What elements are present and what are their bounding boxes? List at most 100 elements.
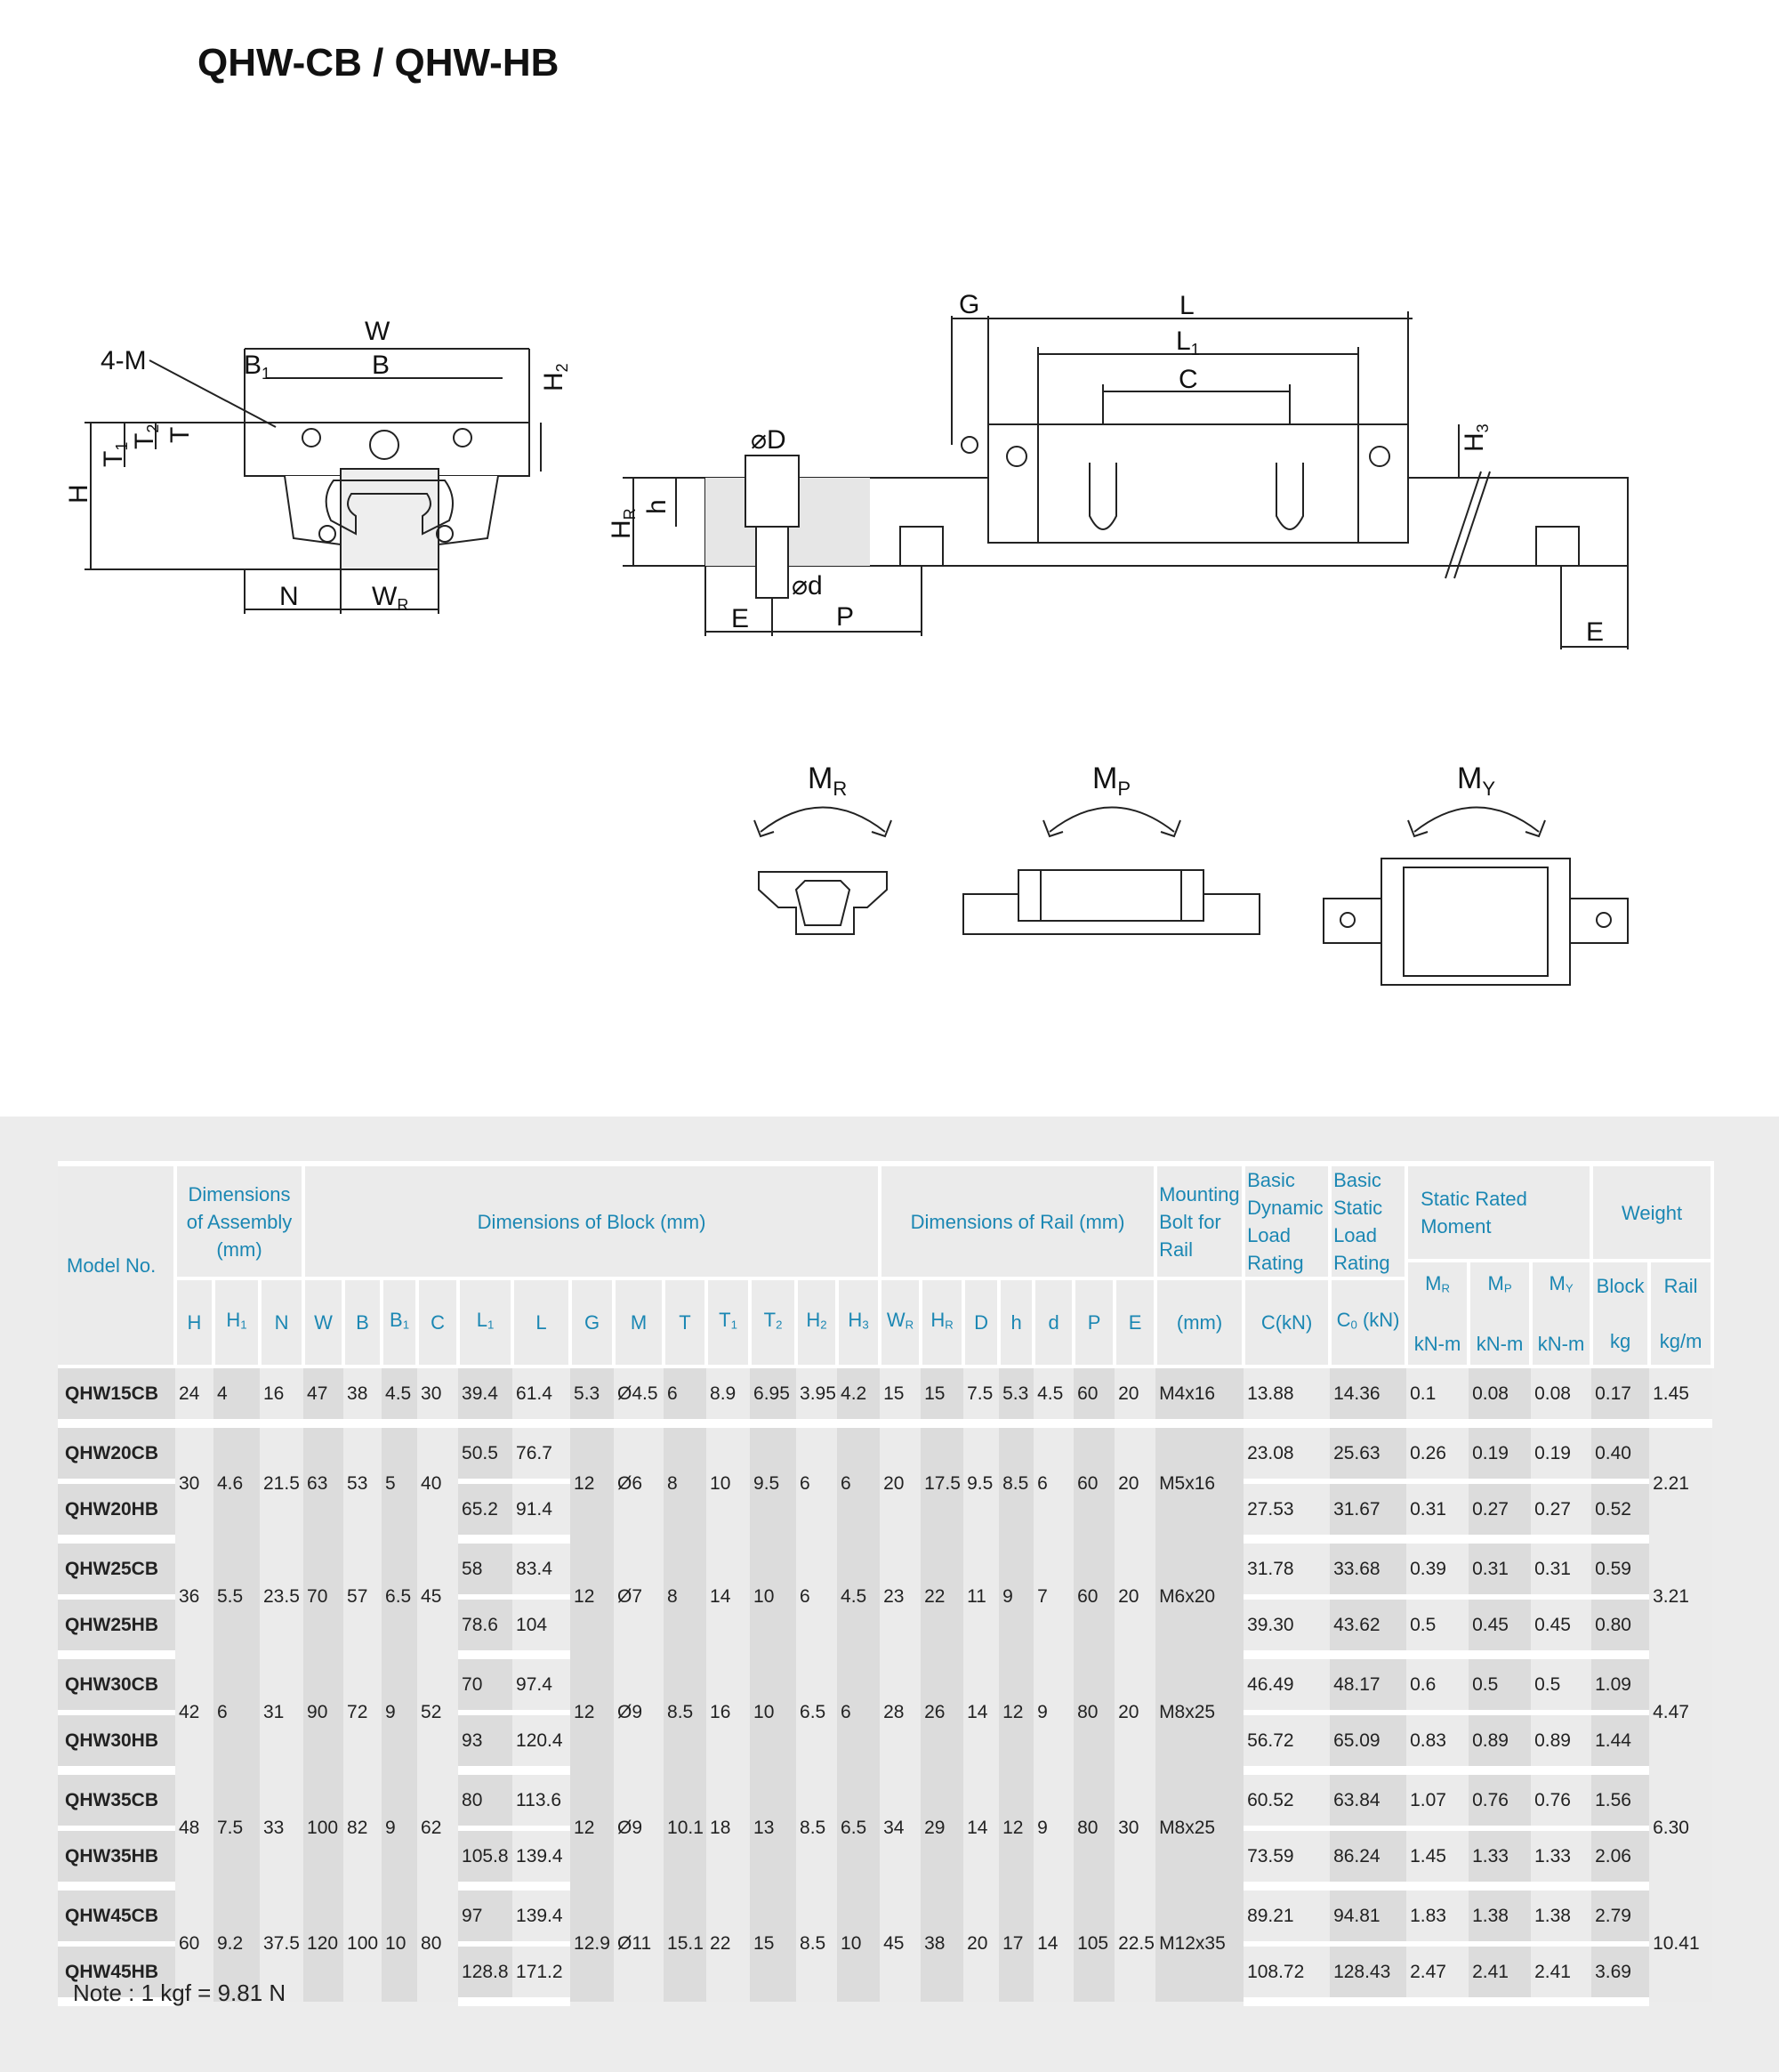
header-static-load: Basic Static Load Rating — [1328, 1161, 1409, 1280]
label-n: N — [279, 582, 299, 611]
cell-h3: 10 — [841, 1933, 862, 1954]
label-mp: MP — [1092, 762, 1131, 800]
cell-m: Ø6 — [617, 1472, 643, 1494]
cell-c0: 94.81 — [1330, 1886, 1407, 1947]
cell-h: 9 — [1002, 1586, 1013, 1607]
cell-c0: 25.63 — [1330, 1423, 1407, 1484]
cell-mr: 0.31 — [1406, 1481, 1469, 1544]
subheader-p: P — [1072, 1277, 1117, 1368]
cell-p: 60 — [1074, 1367, 1115, 1428]
cell-t: 8 — [667, 1472, 678, 1494]
cell-h1: 6 — [217, 1702, 228, 1722]
cell-d: 14 — [967, 1818, 988, 1838]
cell-t: 15.1 — [667, 1933, 704, 1954]
cell-h2: 3.95 — [796, 1367, 838, 1428]
cell-n: 37.5 — [263, 1933, 300, 1954]
cell-h1: 5.5 — [217, 1586, 244, 1607]
cell-c: 73.59 — [1244, 1828, 1331, 1891]
cell-mp: 0.31 — [1469, 1539, 1532, 1600]
cell-block-kg: 1.09 — [1591, 1655, 1650, 1715]
cell-mr: 1.83 — [1406, 1886, 1469, 1947]
cell-d: 14 — [1037, 1933, 1059, 1954]
cell-l: 76.7 — [512, 1423, 571, 1484]
label-b: B — [372, 351, 390, 380]
cell-my: 0.31 — [1531, 1539, 1592, 1600]
label-t: T — [165, 427, 195, 443]
cell-c: 62 — [421, 1818, 442, 1838]
model-number-cell: QHW15CB — [58, 1367, 175, 1428]
cell-c0: 63.84 — [1330, 1770, 1407, 1831]
subheader-c_unit: C(kN) — [1242, 1277, 1332, 1368]
label-hr: HR — [607, 508, 639, 539]
model-number-cell: QHW20HB — [58, 1481, 175, 1544]
label-b1: B1 — [244, 351, 270, 383]
subheader-t1: T1 — [704, 1277, 753, 1368]
cell-t1: 14 — [710, 1586, 731, 1607]
cell-c: 31.78 — [1244, 1539, 1331, 1600]
subheader-d: d — [1032, 1277, 1076, 1368]
header-dynamic-load: Basic Dynamic Load Rating — [1242, 1161, 1332, 1280]
cell-l1: 39.4 — [458, 1367, 513, 1428]
cell-b: 57 — [347, 1586, 368, 1607]
subheader-bolt_unit: (mm) — [1154, 1277, 1246, 1368]
cell-h2: 8.5 — [800, 1818, 826, 1838]
cell-p: 60 — [1077, 1472, 1099, 1494]
cell-c0: 128.43 — [1330, 1944, 1407, 2006]
cell-l: 61.4 — [512, 1367, 571, 1428]
cell-mr: 0.83 — [1406, 1713, 1469, 1775]
label-e-right: E — [1586, 617, 1604, 647]
label-h2: H2 — [539, 363, 571, 391]
label-h: H — [64, 484, 93, 504]
cell-l: 171.2 — [512, 1944, 571, 2006]
cell-block-kg: 0.40 — [1591, 1423, 1650, 1484]
cell-mp: 0.08 — [1469, 1367, 1532, 1428]
cell-b1: 9 — [385, 1702, 396, 1722]
cell-block-kg: 0.52 — [1591, 1481, 1650, 1544]
cell-my: 0.89 — [1531, 1713, 1592, 1775]
subheader-b1: B1 — [380, 1277, 420, 1368]
subheader-wr: WR — [878, 1277, 923, 1368]
cell-block-kg: 2.06 — [1591, 1828, 1650, 1891]
cell-n: 33 — [263, 1818, 285, 1838]
cell-d: 14 — [967, 1702, 988, 1722]
label-my: MY — [1457, 762, 1495, 800]
cell-rail-kg: 3.21 — [1653, 1586, 1689, 1607]
spec-table-section: Model No. Dimensions of Assembly (mm) Di… — [0, 1117, 1779, 2072]
subheader-l: L — [511, 1277, 573, 1368]
cell-w: 120 — [307, 1933, 339, 1954]
cell-d: 7.5 — [963, 1367, 1000, 1428]
cell-c0: 43.62 — [1330, 1597, 1407, 1659]
cell-wr: 45 — [883, 1933, 905, 1954]
model-number-cell: QHW35CB — [58, 1770, 175, 1831]
header-model-no: Model No. — [58, 1161, 177, 1368]
cell-wr: 23 — [883, 1586, 905, 1607]
cell-m: Ø9 — [617, 1702, 643, 1722]
cell-block-kg: 0.80 — [1591, 1597, 1650, 1659]
side-view-drawing — [623, 311, 1629, 649]
cell-g: 5.3 — [570, 1367, 615, 1428]
label-e: E — [731, 604, 749, 633]
cell-c: 23.08 — [1244, 1423, 1331, 1484]
cell-block-kg: 0.17 — [1591, 1367, 1650, 1428]
label-c: C — [1179, 365, 1198, 394]
cell-mp: 0.27 — [1469, 1481, 1532, 1544]
moment-mr-icon — [753, 806, 892, 935]
cell-hr: 29 — [924, 1818, 946, 1838]
cell-m: Ø4.5 — [614, 1367, 664, 1428]
cell-mr: 1.07 — [1406, 1770, 1469, 1831]
cell-my: 2.41 — [1531, 1944, 1592, 2006]
cell-e: 20 — [1115, 1367, 1156, 1428]
unit-note: Note : 1 kgf = 9.81 N — [73, 1979, 286, 2006]
header-weight: Weight — [1590, 1161, 1715, 1262]
cell-t1: 8.9 — [706, 1367, 751, 1428]
